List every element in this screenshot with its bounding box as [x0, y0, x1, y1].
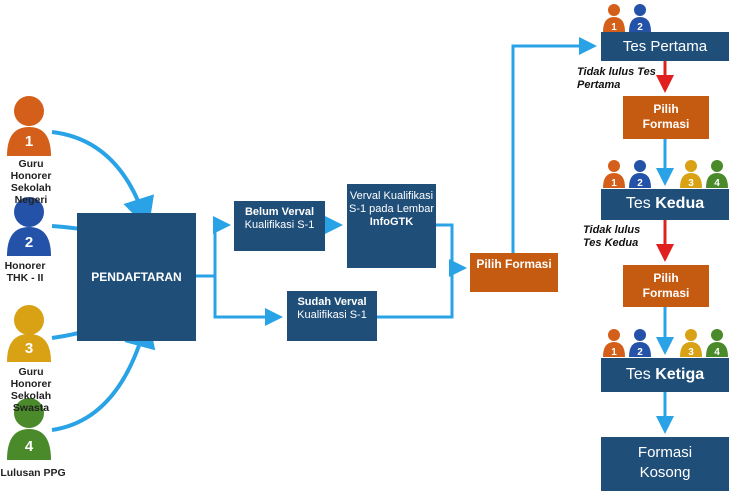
- person-number-1: 1: [25, 133, 33, 150]
- tes-kedua-label: Tes Kedua: [601, 195, 729, 213]
- applicant-label-4: Lulusan PPG: [0, 467, 66, 479]
- small-person-number-1-0: 1: [611, 178, 617, 189]
- belum-verval-bold: Belum Verval: [244, 206, 315, 218]
- pilih-formasi-1-label: Pilih Formasi: [642, 102, 690, 131]
- applicant-label-1: Guru Honorer Sekolah Negeri: [10, 158, 52, 206]
- small-person-head-2-1: [634, 329, 646, 341]
- small-person-number-2-1: 2: [637, 347, 643, 358]
- sudah-verval-bold: Sudah Verval: [297, 296, 367, 308]
- tes-kedua-bold: Kedua: [655, 195, 705, 212]
- small-person-head-1-1: [634, 160, 646, 172]
- small-person-head-2-2: [685, 329, 697, 341]
- box-belum-verval: [234, 201, 325, 251]
- small-person-body-1-2: [680, 173, 702, 188]
- small-person-head-0-0: [608, 4, 620, 16]
- small-person-number-2-3: 4: [714, 347, 720, 358]
- pilih-formasi-center-label: Pilih Formasi: [476, 257, 552, 271]
- tes-ketiga-label: Tes Ketiga: [601, 366, 729, 384]
- belum-verval-label: Belum Verval Kualifikasi S-1: [234, 206, 325, 232]
- arrow-applicant-1: [51, 130, 154, 230]
- verval-infogtk-normal: Verval Kualifikasi S-1 pada Lembar: [349, 190, 434, 215]
- small-person-head-1-0: [608, 160, 620, 172]
- arrow-to-belum-verval: [196, 216, 231, 278]
- tes-ketiga-bold: Ketiga: [655, 366, 705, 383]
- belum-verval-normal: Kualifikasi S-1: [244, 219, 315, 231]
- small-person-head-2-3: [711, 329, 723, 341]
- box-tes-ketiga: [601, 358, 729, 392]
- small-person-body-2-2: [680, 342, 702, 357]
- small-person-number-1-2: 3: [688, 178, 694, 189]
- person-number-3: 3: [25, 340, 33, 357]
- tes-ketiga-normal: Tes: [625, 366, 651, 383]
- box-pilih-formasi-1: [623, 96, 709, 139]
- small-person-number-0-1: 2: [637, 22, 643, 33]
- person-icon-4: [7, 398, 51, 460]
- small-person-head-1-3: [711, 160, 723, 172]
- box-formasi-kosong: [601, 437, 729, 491]
- person-number-4: 4: [25, 438, 34, 455]
- formasi-kosong-label: Formasi Kosong: [637, 444, 693, 481]
- box-sudah-verval: [287, 291, 377, 341]
- small-person-body-2-1: [629, 342, 651, 357]
- arrow-sudah-to-pilih: [377, 268, 454, 319]
- box-pendaftaran: [77, 213, 196, 341]
- small-person-body-2-0: [603, 342, 625, 357]
- small-person-body-2-3: [706, 342, 728, 357]
- box-verval-infogtk: [347, 184, 436, 268]
- sudah-verval-normal: Kualifikasi S-1: [297, 309, 367, 321]
- tes-pertama-label: Tes Pertama: [622, 38, 708, 55]
- box-tes-pertama: [601, 32, 729, 61]
- small-person-head-1-2: [685, 160, 697, 172]
- person-icon-3: [7, 305, 51, 362]
- note-tidak-lulus-pertama: Tidak lulus Tes Pertama: [577, 66, 656, 91]
- small-person-body-0-0: [603, 17, 625, 32]
- small-person-head-0-1: [634, 4, 646, 16]
- verval-infogtk-bold: InfoGTK: [369, 216, 414, 228]
- arrow-applicant-4: [51, 315, 156, 432]
- applicant-label-3: Guru Honorer Sekolah Swasta: [10, 366, 52, 414]
- arrow-infogtk-to-pilih: [436, 223, 467, 277]
- verval-infogtk-label: Verval Kualifikasi S-1 pada Lembar InfoG…: [347, 190, 436, 229]
- small-person-number-0-0: 1: [611, 22, 617, 33]
- small-person-body-1-3: [706, 173, 728, 188]
- small-person-body-1-1: [629, 173, 651, 188]
- small-person-number-2-0: 1: [611, 347, 617, 358]
- small-person-body-1-0: [603, 173, 625, 188]
- arrow-to-sudah-verval: [213, 276, 283, 326]
- small-person-head-2-0: [608, 329, 620, 341]
- box-pilih-formasi-center: [470, 253, 558, 292]
- note-tidak-lulus-kedua: Tidak lulus Tes Kedua: [583, 224, 641, 249]
- arrow-pilih-to-tes-pertama: [511, 37, 597, 253]
- box-tes-kedua: [601, 189, 729, 220]
- box-pilih-formasi-2: [623, 265, 709, 307]
- small-person-body-0-1: [629, 17, 651, 32]
- small-person-number-1-3: 4: [714, 178, 720, 189]
- tes-kedua-normal: Tes: [625, 195, 651, 212]
- person-icon-1: [7, 96, 51, 156]
- small-person-number-2-2: 3: [688, 347, 694, 358]
- person-number-2: 2: [25, 234, 33, 251]
- small-person-icons: 1 2 1 2 3 4 1 2 3 4: [603, 4, 728, 358]
- applicant-label-2: Honorer THK - II: [4, 260, 46, 284]
- pilih-formasi-2-label: Pilih Formasi: [642, 271, 690, 300]
- person-icon-2: [7, 197, 51, 256]
- sudah-verval-label: Sudah Verval Kualifikasi S-1: [287, 296, 377, 322]
- pendaftaran-label: PENDAFTARAN: [91, 270, 182, 284]
- small-person-number-1-1: 2: [637, 178, 643, 189]
